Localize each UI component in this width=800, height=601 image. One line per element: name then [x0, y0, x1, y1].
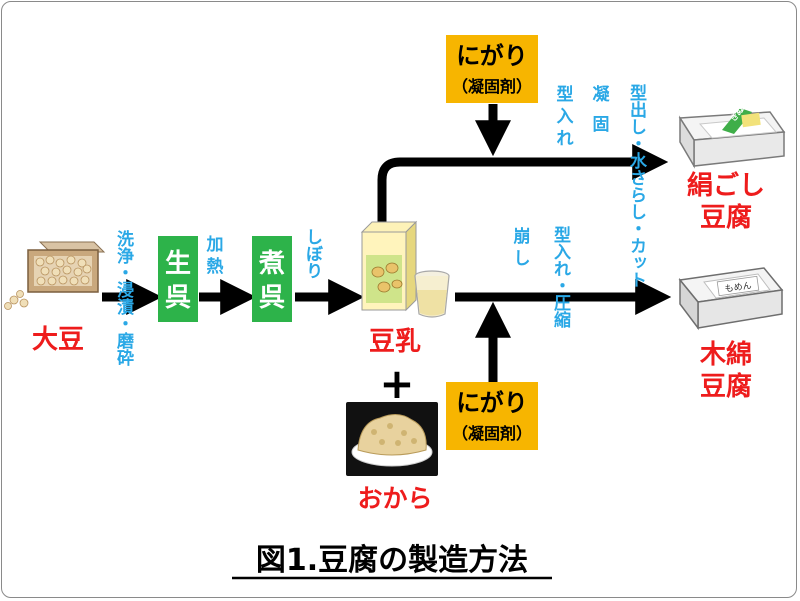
step-wash-soak-grind: 洗浄・浸漬・磨砕 [113, 229, 134, 367]
step-coagulate-char-2: 固 [593, 115, 610, 135]
soybean-box-icon [4, 241, 106, 310]
step-coagulate-char-1: 凝 [593, 85, 611, 105]
cooked-go-char-1: 煮 [258, 249, 285, 279]
momen-tofu-package-icon: もめん [678, 267, 784, 331]
soymilk-carton-icon [360, 220, 418, 312]
flow-arrows [102, 104, 672, 382]
coagulant-top-name: にがり [456, 42, 528, 70]
step-pour-mold-char-3: れ [557, 129, 574, 149]
momen-pack-text: もめん [724, 280, 752, 295]
coagulant-bottom-note: （凝固剤） [452, 424, 532, 443]
plus-sign: + [379, 359, 414, 408]
arrow-to-kinugoshi [377, 144, 669, 222]
step-pour-mold-char-2: 入 [557, 107, 574, 127]
momen-label-line-2: 豆腐 [700, 372, 752, 402]
raw-go-char-2: 呉 [165, 283, 191, 313]
step-mold-press: 型入れ・圧縮 [550, 225, 571, 329]
figure-caption: 図1.豆腐の製造方法 [256, 543, 528, 578]
step-unmold-rinse-cut: 型出し・水さらし・カット [626, 83, 647, 288]
kinugoshi-tofu-package-icon: きぬ [678, 105, 786, 169]
coagulant-box-bottom [446, 382, 538, 450]
raw-go-char-1: 生 [165, 249, 191, 279]
raw-go-box [158, 236, 198, 322]
step-pour-mold-char-1: 型 [557, 84, 574, 105]
soymilk-glass-icon [414, 270, 450, 318]
coagulant-box-top [446, 35, 538, 103]
step-break-up-char-1: 崩 [514, 226, 531, 247]
step-break-up-char-2: し [514, 249, 531, 269]
okara-plate-icon [346, 402, 438, 476]
momen-label-line-1: 木綿 [699, 339, 752, 370]
cooked-go-char-2: 呉 [259, 283, 285, 313]
coagulant-bottom-name: にがり [456, 389, 528, 417]
kinugoshi-label-line-2: 豆腐 [700, 203, 752, 233]
coagulant-top-note: （凝固剤） [452, 77, 532, 96]
step-squeeze: しぼり [302, 228, 322, 279]
okara-label: おから [357, 484, 432, 513]
step-heat-char-2: 熱 [207, 256, 224, 277]
soymilk-label: 豆乳 [369, 327, 421, 357]
soybean-label: 大豆 [32, 325, 84, 355]
step-heat-char-1: 加 [206, 235, 224, 255]
cooked-go-box [252, 236, 292, 322]
kinugoshi-label-line-1: 絹ごし [687, 170, 765, 201]
